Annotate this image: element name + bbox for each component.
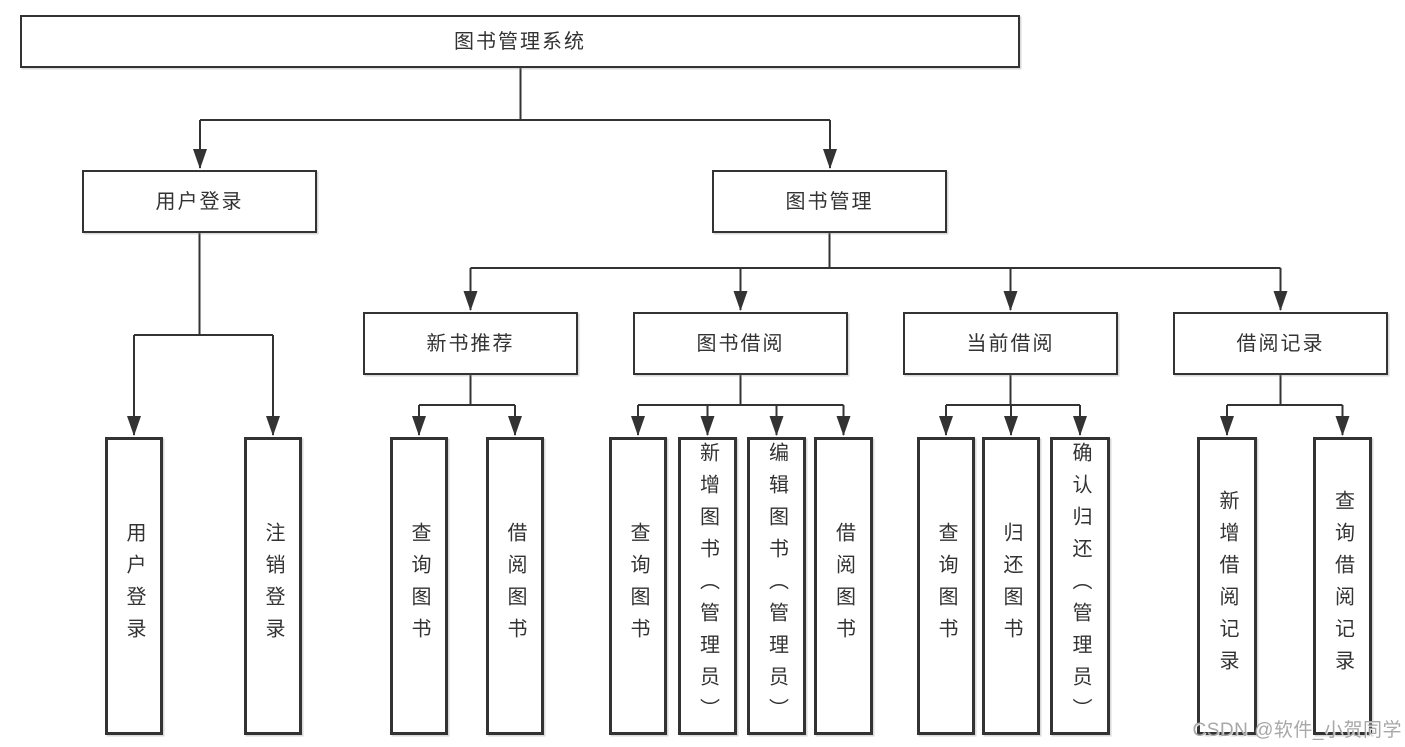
node-new-book-recommendation: 新书推荐	[363, 312, 578, 375]
node-bb-add-books-admin: 新增图书（管理员）	[678, 437, 737, 735]
node-label: 当前借阅	[966, 332, 1055, 355]
node-library-management-system: 图书管理系统	[20, 15, 1020, 68]
node-label: 确认归还（管理员）	[1069, 442, 1091, 730]
node-label: 图书借阅	[696, 332, 785, 355]
node-label: 借阅图书	[832, 522, 855, 650]
node-label: 新增图书（管理员）	[696, 442, 719, 730]
node-label: 注销登录	[262, 522, 284, 650]
csdn-watermark: CSDN @软件_小贺同学	[1192, 720, 1402, 741]
node-cb-return-books: 归还图书	[982, 437, 1040, 735]
node-borrowing-records: 借阅记录	[1173, 312, 1388, 375]
node-label: 图书管理	[785, 190, 874, 213]
node-book-borrowing: 图书借阅	[633, 312, 848, 375]
node-current-borrowing: 当前借阅	[903, 312, 1118, 375]
node-label: 查询图书	[627, 522, 649, 650]
node-cb-confirm-return-admin: 确认归还（管理员）	[1050, 437, 1110, 735]
node-label: 借阅图书	[504, 522, 526, 650]
node-bb-query-books: 查询图书	[609, 437, 667, 735]
node-label: 用户登录	[155, 190, 244, 213]
node-label: 查询图书	[935, 522, 957, 650]
node-logout-login: 注销登录	[244, 437, 302, 735]
node-label: 查询借阅记录	[1331, 490, 1354, 682]
node-user-login-leaf: 用户登录	[105, 437, 163, 735]
node-label: 新书推荐	[426, 332, 515, 355]
node-label: 用户登录	[123, 522, 145, 650]
node-nbr-borrow-books: 借阅图书	[486, 437, 544, 735]
node-label: 编辑图书（管理员）	[765, 442, 788, 730]
node-user-login: 用户登录	[82, 170, 317, 233]
node-br-add-record: 新增借阅记录	[1197, 437, 1257, 735]
node-nbr-query-books: 查询图书	[390, 437, 448, 735]
node-label: 查询图书	[408, 522, 430, 650]
node-label: 新增借阅记录	[1216, 490, 1238, 682]
node-bb-borrow-books: 借阅图书	[814, 437, 873, 735]
node-br-query-record: 查询借阅记录	[1313, 437, 1372, 735]
node-label: 图书管理系统	[454, 30, 586, 53]
node-cb-query-books: 查询图书	[917, 437, 975, 735]
node-bb-edit-books-admin: 编辑图书（管理员）	[747, 437, 806, 735]
node-book-management: 图书管理	[712, 170, 947, 233]
node-label: 归还图书	[1000, 522, 1022, 650]
node-label: 借阅记录	[1236, 332, 1325, 355]
